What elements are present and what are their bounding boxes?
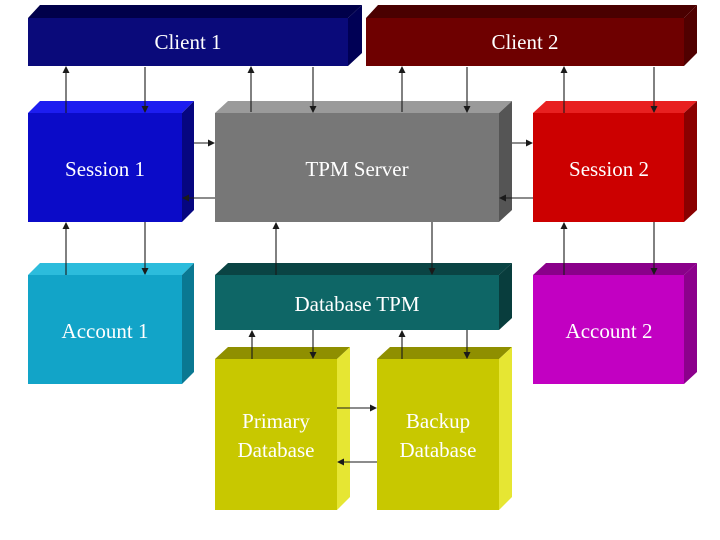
client2-box: Client 2 <box>366 5 697 66</box>
backup-database-label-line1: Backup <box>406 409 470 433</box>
database-tpm-box: Database TPM <box>215 263 512 330</box>
client2-label: Client 2 <box>491 30 558 54</box>
account2-box: Account 2 <box>533 263 697 384</box>
session2-box: Session 2 <box>533 101 697 222</box>
database-tpm-label: Database TPM <box>294 292 419 316</box>
session2-label: Session 2 <box>569 157 649 181</box>
tpm-server-box: TPM Server <box>215 101 512 222</box>
client1-label: Client 1 <box>154 30 221 54</box>
primary-database-box: Primary Database <box>215 347 350 510</box>
tpm-server-label: TPM Server <box>305 157 408 181</box>
backup-database-box: Backup Database <box>377 347 512 510</box>
account1-label: Account 1 <box>62 319 149 343</box>
account2-label: Account 2 <box>566 319 653 343</box>
account1-box: Account 1 <box>28 263 194 384</box>
primary-database-label-line2: Database <box>238 438 315 462</box>
session1-label: Session 1 <box>65 157 145 181</box>
client1-box: Client 1 <box>28 5 362 66</box>
backup-database-label-line2: Database <box>400 438 477 462</box>
primary-database-label-line1: Primary <box>242 409 310 433</box>
session1-box: Session 1 <box>28 101 194 222</box>
